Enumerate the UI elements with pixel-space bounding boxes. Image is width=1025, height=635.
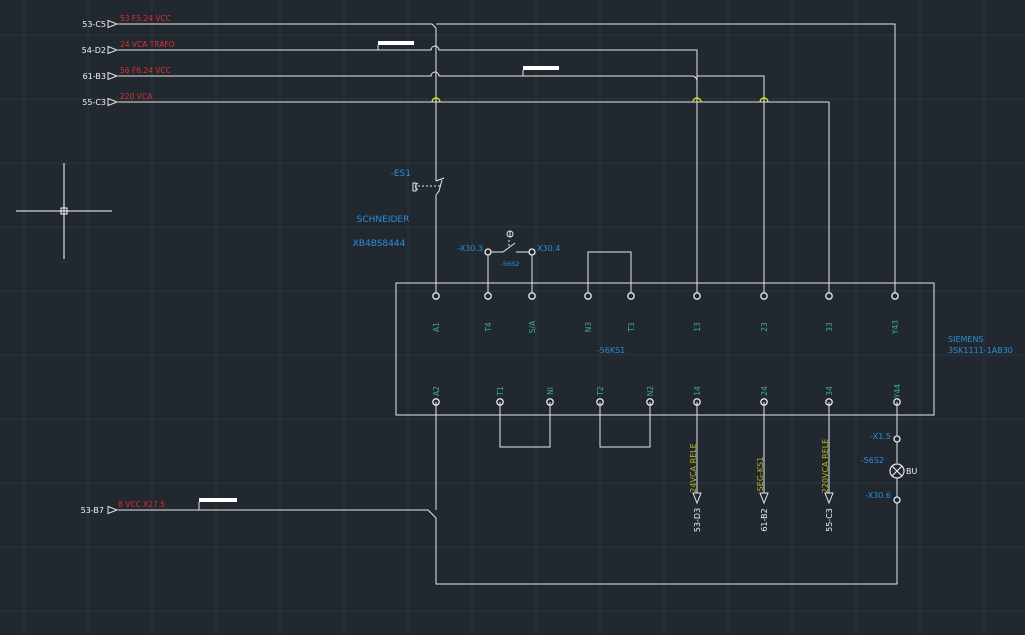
output-note-2: SEG-KS1 — [756, 457, 765, 492]
output-ref-3: 55-C3 — [825, 508, 834, 532]
output-note-1: 24VCA RELE — [689, 443, 698, 492]
input-ref-54-d2: 54-D2 — [82, 46, 106, 55]
bus-label-4: 220 VCA — [120, 92, 153, 101]
switch-left-terminal: -X30.3 — [457, 244, 483, 253]
relay-top-terminal — [760, 292, 768, 300]
bridge-t1-ni — [499, 402, 551, 448]
relay-top-terminal — [432, 292, 440, 300]
relay-top-pin-label: T3 — [627, 322, 636, 333]
relay-bottom-pin-label: 14 — [693, 386, 702, 396]
relay-56ks1-box — [395, 282, 935, 416]
relay-top-pin-label: 13 — [693, 322, 702, 332]
lamp-color: BU — [906, 467, 917, 476]
relay-top-pin-label: 33 — [825, 322, 834, 332]
relay-part: 3SK1111-1AB30 — [948, 346, 1013, 355]
relay-top-terminal — [693, 292, 701, 300]
relay-bottom-pin-label: T1 — [496, 386, 505, 397]
relay-top-terminal — [825, 292, 833, 300]
estop-part: XB4BS8444 — [353, 239, 406, 249]
bus-label-3: 56 F6.24 VCC — [120, 66, 171, 75]
input-ref-55-c3: 55-C3 — [82, 98, 106, 107]
relay-top-terminal — [528, 292, 536, 300]
bridge-n3-t3 — [587, 251, 632, 296]
relay-bottom-pin-label: A2 — [432, 386, 441, 396]
lamp-terminal-bottom: -X30.6 — [865, 491, 891, 500]
input-arrow-icon — [107, 71, 119, 81]
relay-top-pin-label: 23 — [760, 322, 769, 332]
relay-top-pin-label: N3 — [584, 322, 593, 333]
relay-bottom-pin-label: 24 — [760, 386, 769, 396]
relay-tag: -56KS1 — [597, 346, 625, 355]
lamp-tag: -56S2 — [861, 456, 884, 465]
relay-top-pin-label: A1 — [432, 322, 441, 332]
relay-bottom-pin-label: T2 — [596, 386, 605, 397]
relay-top-pin-label: Y43 — [891, 320, 900, 335]
junction-markers — [431, 97, 769, 103]
relay-top-pin-label: S/A — [528, 320, 537, 333]
relay-top-terminal — [627, 292, 635, 300]
input-arrow-icon — [107, 97, 119, 107]
bus-label-bottom: 8 VCC X27.5 — [118, 500, 165, 509]
relay-top-terminal — [891, 292, 899, 300]
estop-manufacturer: SCHNEIDER — [357, 215, 410, 225]
input-ref-53-c5: 53-C5 — [82, 20, 106, 29]
return-loop — [118, 402, 898, 585]
bus-label-1: 53 F5.24 VCC — [120, 14, 171, 23]
input-ref-53-b7: 53-B7 — [81, 506, 104, 515]
relay-bottom-pin-label: NI — [546, 387, 555, 395]
relay-top-terminal — [484, 292, 492, 300]
input-arrow-icon — [107, 505, 119, 515]
labels: 53-C5 54-D2 61-B3 55-C3 53-B7 53 F5.24 V… — [81, 14, 1013, 532]
input-arrow-icon — [107, 45, 119, 55]
wire-tag-flags — [198, 41, 559, 510]
bridge-t2-n2 — [599, 402, 651, 448]
output-ref-1: 53-D3 — [693, 508, 702, 532]
output-wires — [692, 402, 834, 505]
relay-bottom-pin-label: N2 — [646, 386, 655, 397]
relay-bottom-pin-label: Y44 — [893, 384, 902, 399]
relay-bottom-pin-label: 34 — [825, 386, 834, 396]
switch-right-terminal: X30.4 — [537, 244, 560, 253]
output-ref-2: 61-B2 — [760, 508, 769, 531]
emergency-stop-symbol — [412, 177, 445, 196]
relay-top-terminal — [584, 292, 592, 300]
bus-wires — [118, 23, 896, 296]
relay-top-pin-label: T4 — [484, 322, 493, 333]
lamp-terminal-top: -X1.5 — [870, 432, 891, 441]
crosshair-cursor — [16, 163, 112, 259]
switch-56s2-symbol — [484, 230, 536, 296]
relay-manufacturer: SIEMENS — [948, 335, 984, 344]
input-ref-61-b3: 61-B3 — [83, 72, 106, 81]
switch-tag: -56S2 — [501, 260, 520, 268]
input-arrows — [107, 19, 119, 515]
bus-label-2: 24 VCA TRAFO — [120, 40, 175, 49]
output-note-3: 220VCA RELE — [821, 439, 830, 493]
lamp-branch — [889, 402, 905, 504]
input-arrow-icon — [107, 19, 119, 29]
estop-tag: -ES1 — [391, 169, 411, 179]
